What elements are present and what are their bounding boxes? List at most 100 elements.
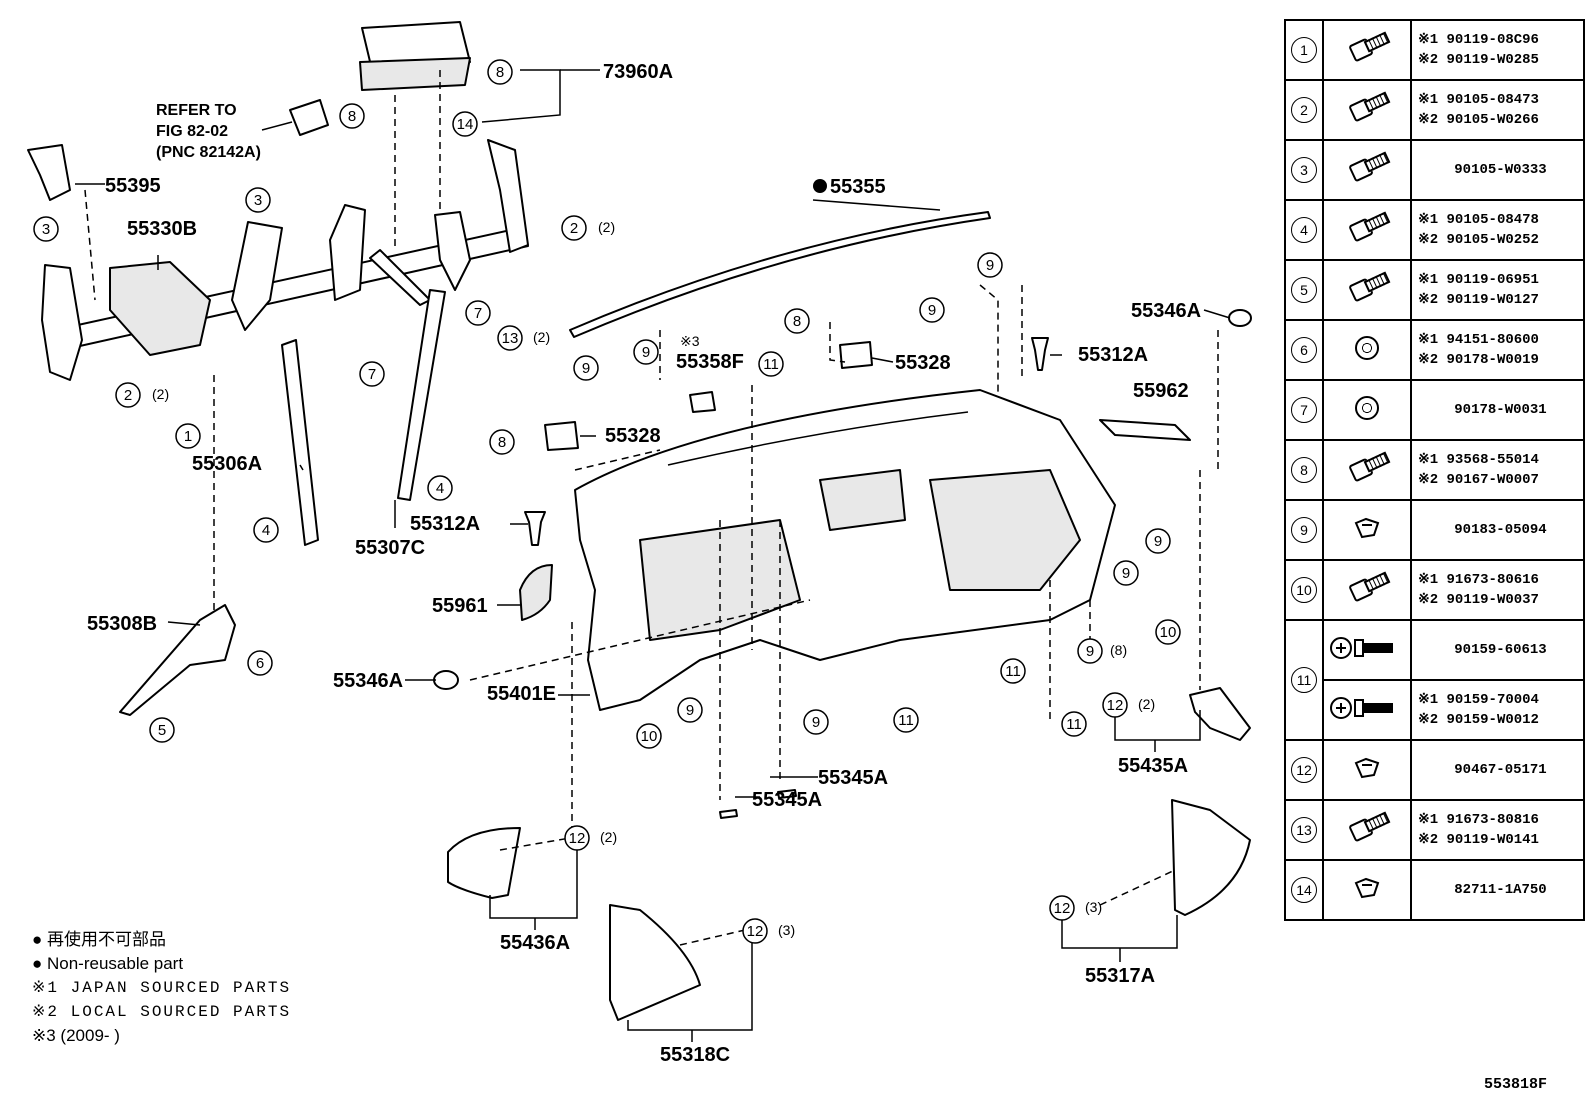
part-number: ※1 90159-70004 — [1418, 692, 1539, 708]
label-55436A: 55436A — [500, 932, 570, 954]
label-55312A-left: 55312A — [410, 513, 480, 535]
callout-9: 9 — [633, 339, 659, 365]
part-number: 90105-W0333 — [1454, 162, 1547, 178]
label-55961: 55961 — [432, 595, 488, 617]
svg-text:12: 12 — [747, 923, 764, 940]
fastener-row: 8 ※1 93568-55014※2 90167-W0007 — [1284, 439, 1585, 501]
clip-icon — [1354, 517, 1380, 538]
clip-55345A-a — [777, 789, 797, 799]
callout-11: 11 — [1000, 658, 1026, 684]
label-55317A: 55317A — [1085, 965, 1155, 987]
fastener-icon-cell — [1322, 79, 1412, 141]
fastener-row: 5※1 90119-06951※2 90119-W0127 — [1284, 259, 1585, 321]
callout-11: 11 — [758, 351, 784, 377]
part-number: ※1 90105-08473 — [1418, 92, 1539, 108]
part-number: ※2 90119-W0141 — [1418, 832, 1539, 848]
part-number: ※2 90159-W0012 — [1418, 712, 1539, 728]
dashed-guides — [84, 70, 1219, 946]
fastener-part-numbers: ※1 93568-55014※2 90167-W0007 — [1410, 439, 1585, 501]
fastener-part-numbers: ※1 90105-08473※2 90105-W0266 — [1410, 79, 1585, 141]
bolt-icon — [1347, 30, 1391, 65]
fastener-icon-cell — [1322, 319, 1412, 381]
fastener-icon-cell — [1322, 559, 1412, 621]
instrument-panel-reinforcement — [27, 139, 529, 381]
fastener-ref: 3 — [1284, 139, 1324, 201]
svg-text:7: 7 — [474, 305, 482, 322]
fastener-icon-cell — [1322, 739, 1412, 801]
brace-55307C — [397, 289, 446, 501]
fastener-icon-cell — [1322, 139, 1412, 201]
bolt-icon — [1347, 270, 1391, 305]
legend-non-reusable-jp: ● 再使用不可部品 — [32, 930, 166, 949]
part-number: ※2 90119-W0127 — [1418, 292, 1539, 308]
svg-text:7: 7 — [368, 366, 376, 383]
label-55358F: 55358F — [676, 351, 744, 373]
part-number: ※2 90167-W0007 — [1418, 472, 1539, 488]
cap-55346A-left — [433, 670, 459, 690]
clip-55328-top — [839, 341, 873, 369]
svg-text:8: 8 — [793, 313, 801, 330]
svg-text:8: 8 — [498, 434, 506, 451]
fastener-ref-number: 9 — [1291, 517, 1317, 543]
vent-55961 — [519, 564, 553, 621]
label-55306A: 55306A — [192, 453, 262, 475]
qty-2: (2) — [152, 386, 169, 402]
cover-55318C — [609, 904, 701, 1021]
qty-2: (2) — [1138, 696, 1155, 712]
fastener-ref: 13 — [1284, 799, 1324, 861]
callout-2: 2 — [561, 215, 587, 241]
fastener-row: 13※1 91673-80816※2 90119-W0141 — [1284, 799, 1585, 861]
svg-text:FIG 82-02: FIG 82-02 — [156, 123, 228, 140]
bolt-icon — [1347, 450, 1391, 485]
callout-9: 9 — [677, 697, 703, 723]
callout-6: 6 — [247, 650, 273, 676]
svg-text:11: 11 — [763, 356, 779, 373]
fastener-ref: 8 — [1284, 439, 1324, 501]
fastener-icon-cell — [1322, 859, 1412, 921]
qty-2: (2) — [598, 219, 615, 235]
fastener-ref: 14 — [1284, 859, 1324, 921]
part-number: ※1 94151-80600 — [1418, 332, 1539, 348]
label-55308B: 55308B — [87, 613, 157, 635]
bracket-refer-fig-82-02 — [289, 99, 329, 136]
callout-4: 4 — [253, 517, 279, 543]
svg-text:9: 9 — [812, 714, 820, 731]
fastener-row: 3 90105-W0333 — [1284, 139, 1585, 201]
leader-lines — [75, 69, 1231, 1042]
fastener-part-numbers: ※1 91673-80616※2 90119-W0037 — [1410, 559, 1585, 621]
fastener-ref-number: 1 — [1291, 37, 1317, 63]
svg-text:4: 4 — [262, 522, 270, 539]
legend-non-reusable: ● Non-reusable part — [32, 954, 184, 973]
fastener-ref-number: 4 — [1291, 217, 1317, 243]
svg-text:12: 12 — [1107, 697, 1124, 714]
pin-55312A-top — [1031, 337, 1049, 371]
fastener-ref-number: 12 — [1291, 757, 1317, 783]
part-number: ※1 91673-80616 — [1418, 572, 1539, 588]
fastener-icon-cell — [1322, 19, 1412, 81]
svg-text:9: 9 — [1122, 565, 1130, 582]
svg-text:4: 4 — [436, 480, 444, 497]
label-55318C: 55318C — [660, 1044, 730, 1066]
callout-5: 5 — [149, 717, 175, 743]
callout-10: 10 — [636, 723, 662, 749]
fastener-icon-cell — [1322, 259, 1412, 321]
svg-text:11: 11 — [1066, 716, 1082, 733]
callout-9: 9 — [1145, 528, 1171, 554]
callout-9: 9 — [919, 297, 945, 323]
svg-text:3: 3 — [254, 192, 262, 209]
qty-3: (3) — [1085, 899, 1102, 915]
fastener-ref: 6 — [1284, 319, 1324, 381]
callout-10: 10 — [1155, 619, 1181, 645]
part-number: ※2 90105-W0252 — [1418, 232, 1539, 248]
fastener-ref: 10 — [1284, 559, 1324, 621]
fastener-icon-cell — [1322, 799, 1412, 861]
label-55435A: 55435A — [1118, 755, 1188, 777]
fastener-ref-number: 3 — [1291, 157, 1317, 183]
part-number: ※1 90119-06951 — [1418, 272, 1539, 288]
callout-8: 8 — [339, 103, 365, 129]
svg-text:10: 10 — [641, 728, 658, 745]
callouts: 8 8 14 3 3 2 (2) 7 13 (2) 7 2 (2) 1 4 4 … — [33, 59, 1181, 944]
fastener-part-numbers: ※1 90119-06951 ※2 90119-W0127 — [1410, 259, 1585, 321]
svg-text:14: 14 — [457, 116, 474, 133]
